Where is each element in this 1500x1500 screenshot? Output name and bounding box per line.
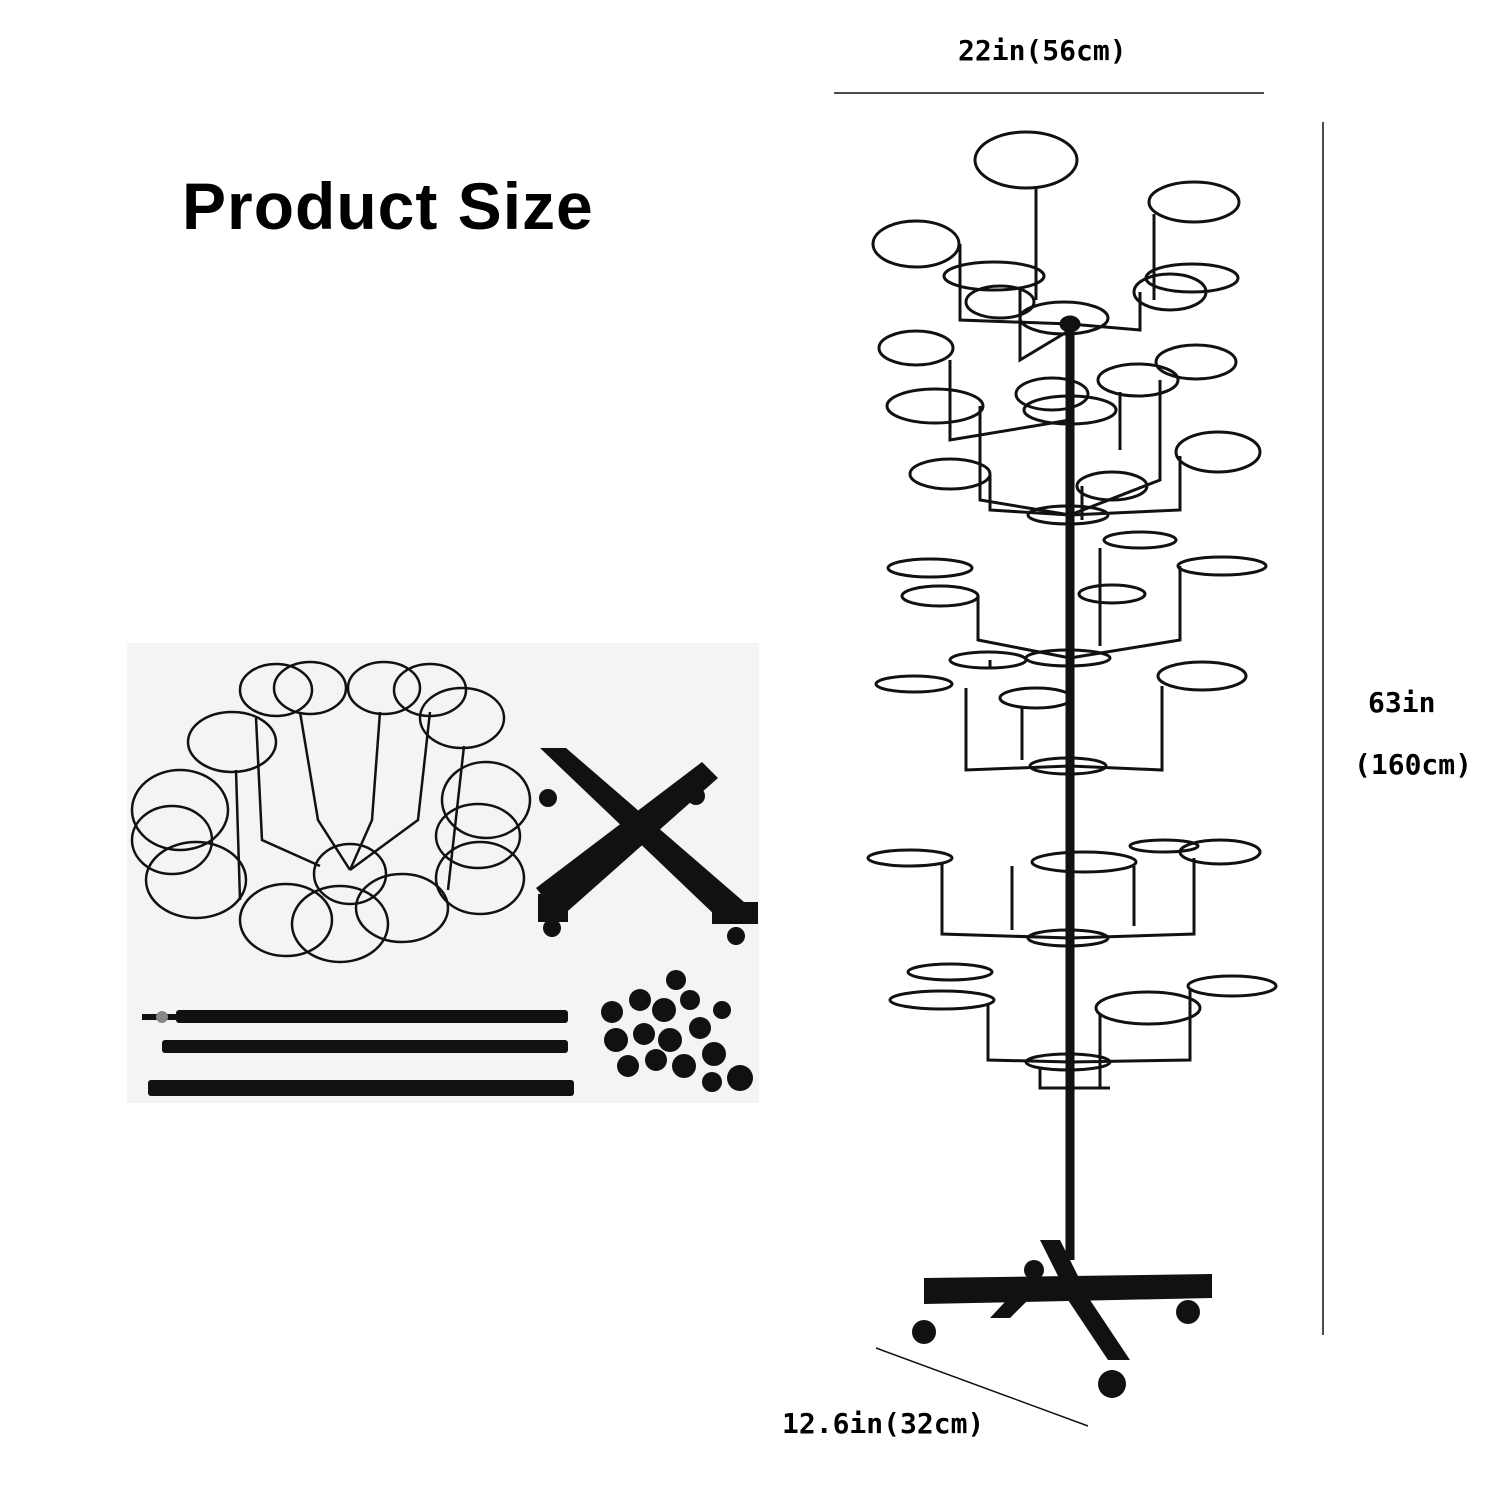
nested-pot-rings xyxy=(130,660,532,964)
pot-ring xyxy=(908,457,992,491)
pot-ring xyxy=(874,674,954,694)
pot-ring xyxy=(973,130,1079,190)
pot-ring xyxy=(1132,272,1208,312)
depth-dimension-line xyxy=(875,1347,1089,1427)
disassembled-parts-photo-background xyxy=(127,643,759,1103)
pot-ring xyxy=(1030,850,1138,874)
pot-ring xyxy=(866,848,954,868)
ring-arm xyxy=(986,988,1192,1090)
pot-ring xyxy=(1096,362,1180,398)
pot-ring xyxy=(1128,838,1200,854)
pot-ring xyxy=(1094,990,1202,1026)
pole-hub xyxy=(1028,756,1108,776)
ring-arm xyxy=(976,548,1182,668)
pot-ring xyxy=(871,219,961,269)
pot-ring xyxy=(942,260,1046,292)
pot-ring xyxy=(1147,180,1241,224)
depth-dimension-label: 12.6in(32cm) xyxy=(782,1407,985,1440)
pole-hub xyxy=(1026,504,1110,526)
disassembled-parts xyxy=(130,660,758,1096)
pot-ring xyxy=(1156,660,1248,692)
pot-ring xyxy=(1154,343,1238,381)
pot-ring xyxy=(1022,394,1118,426)
pot-ring xyxy=(1186,974,1278,998)
connector-fittings xyxy=(601,970,753,1092)
pole-segments xyxy=(142,1010,574,1096)
pot-ring xyxy=(1174,430,1262,474)
pot-ring xyxy=(948,650,1028,670)
width-dimension-label: 22in(56cm) xyxy=(958,34,1127,67)
pot-ring xyxy=(1176,555,1268,577)
ring-arm xyxy=(958,188,1156,363)
cross-base-part xyxy=(536,748,758,945)
pot-ring xyxy=(900,584,980,608)
assembled-pot-stand xyxy=(866,130,1278,1398)
pot-ring xyxy=(1014,376,1090,412)
pot-ring xyxy=(998,686,1074,710)
pot-ring xyxy=(886,557,974,579)
height-dimension-label-in: 63in xyxy=(1368,686,1436,719)
pot-ring xyxy=(888,989,996,1011)
rolling-cross-base xyxy=(912,1240,1212,1398)
pot-ring xyxy=(885,387,985,425)
height-dimension-label-cm: (160cm) xyxy=(1354,748,1473,781)
ring-arm xyxy=(948,360,1162,517)
ring-arm xyxy=(940,858,1196,940)
pot-ring xyxy=(964,284,1036,320)
pot-ring xyxy=(877,329,955,367)
pot-ring xyxy=(906,962,994,982)
pot-ring xyxy=(1077,583,1147,605)
pot-ring xyxy=(1075,470,1149,502)
product-size-heading: Product Size xyxy=(182,169,594,243)
ring-arm xyxy=(988,456,1182,520)
ring-arm xyxy=(964,686,1164,772)
pot-ring xyxy=(1102,530,1178,550)
